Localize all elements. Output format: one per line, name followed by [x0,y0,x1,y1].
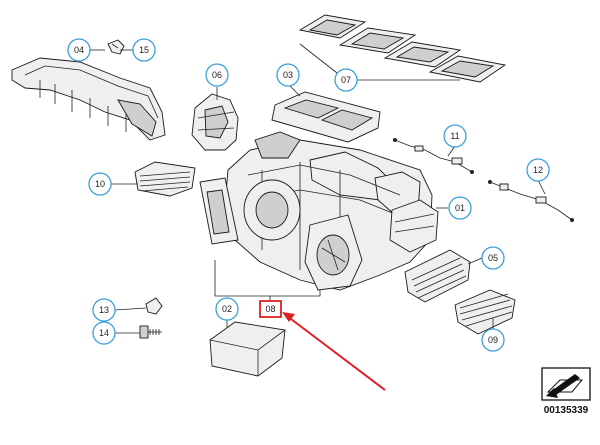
part-cable-11 [393,138,474,174]
callout-07-label: 07 [341,75,351,85]
part-duct-hose [454,289,516,335]
part-grille-panel [404,249,471,303]
callout-11[interactable]: 11 [443,124,467,148]
callout-13-label: 13 [99,305,109,315]
callout-08[interactable]: 08 [259,300,282,318]
callout-05[interactable]: 05 [481,246,505,270]
callout-12[interactable]: 12 [526,158,550,182]
callout-11-label: 11 [450,131,459,141]
part-filter-tray [271,91,381,143]
callout-03-label: 03 [283,70,293,80]
callout-03[interactable]: 03 [276,63,300,87]
callout-15-label: 15 [139,45,149,55]
callout-15[interactable]: 15 [132,38,156,62]
callout-09[interactable]: 09 [481,328,505,352]
callout-09-label: 09 [488,335,498,345]
part-vent-grille [134,161,196,197]
document-number: 00135339 [544,405,589,416]
highlight-arrow [282,312,386,391]
part-clip-15 [107,39,125,55]
callout-07[interactable]: 07 [334,68,358,92]
part-air-duct [11,57,166,141]
callout-14[interactable]: 14 [92,321,116,345]
part-screw-14 [139,325,162,339]
callout-01-label: 01 [455,203,465,213]
callout-13[interactable]: 13 [92,298,116,322]
part-cable-12 [488,180,574,222]
callout-06[interactable]: 06 [205,63,229,87]
callout-08-label: 08 [265,304,275,314]
callout-01[interactable]: 01 [448,196,472,220]
callout-06-label: 06 [212,70,222,80]
leader-lines [89,43,546,334]
part-filter-frames [298,14,507,83]
callout-12-label: 12 [533,165,543,175]
callout-02-label: 02 [222,304,232,314]
part-flap-housing [191,93,239,151]
diagram-reference-icon [541,367,591,401]
part-heater-housing [199,131,439,291]
callout-04[interactable]: 04 [67,38,91,62]
callout-14-label: 14 [99,328,109,338]
part-clip-13 [145,297,163,315]
callout-05-label: 05 [488,253,498,263]
callout-10[interactable]: 10 [88,172,112,196]
callout-10-label: 10 [95,179,105,189]
callout-02[interactable]: 02 [215,297,239,321]
part-filter-box [209,321,286,377]
callout-04-label: 04 [74,45,84,55]
